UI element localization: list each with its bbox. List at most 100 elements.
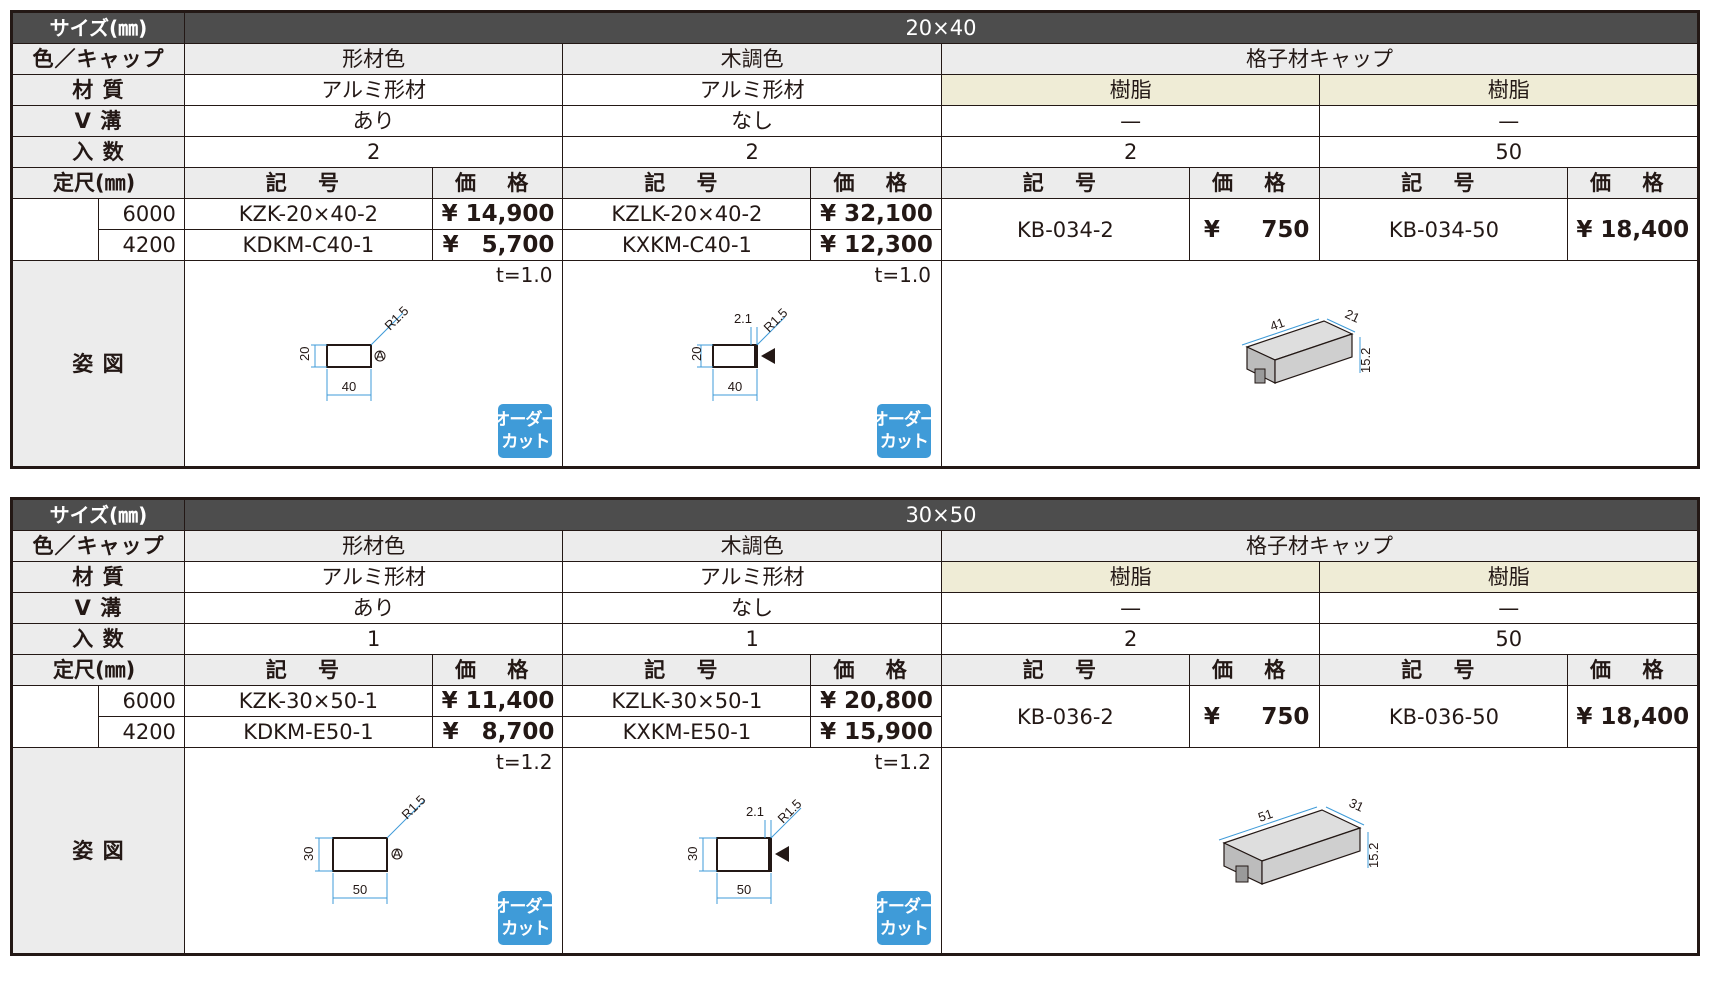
order-cut-badge: オーダー カット [872, 891, 937, 945]
order-cut-badge: オーダー カット [493, 891, 558, 945]
price-profile-4200: ¥ 8,700 [431, 716, 564, 748]
cap-vgroove-2: — [1319, 105, 1699, 137]
cap-price-header: 価 格 [1567, 654, 1699, 686]
length-6000: 6000 [98, 198, 185, 230]
cap-price-header: 価 格 [1188, 654, 1321, 686]
material-wood: アルミ形材 [562, 74, 942, 106]
row-label-vgroove: V 溝 [11, 105, 185, 137]
thickness-label: t=1.2 [496, 750, 553, 774]
code-wood-4200: KXKM-C40-1 [562, 229, 812, 261]
badge-line-1: オーダー [871, 410, 937, 430]
dim-radius: R1.5 [761, 305, 791, 335]
badge-line-1: オーダー [871, 897, 937, 917]
cap-vgroove-1: — [940, 592, 1321, 624]
quantity-profile: 2 [183, 136, 564, 168]
cap-price-2: ¥ 18,400 [1567, 685, 1699, 748]
dim-cap-length: 51 [1256, 806, 1275, 825]
price-wood-4200: ¥ 12,300 [810, 229, 942, 261]
row-label-color: 色／キャップ [11, 43, 185, 75]
dim-radius: R1.5 [398, 792, 428, 822]
quantity-wood: 1 [562, 623, 942, 655]
thickness-label: t=1.2 [874, 750, 931, 774]
yen-sign: ¥ [1203, 703, 1220, 730]
dim-width: 50 [737, 882, 751, 897]
figure-wood: t=1.2 30 50 2.1 R1. [562, 747, 942, 955]
material-wood: アルミ形材 [562, 561, 942, 593]
color-wood: 木調色 [562, 43, 942, 75]
dim-cap-height: 15.2 [1358, 348, 1373, 373]
dim-cap-length: 41 [1268, 315, 1287, 334]
dim-radius: R1.5 [775, 796, 805, 826]
cap-material-1: 樹脂 [940, 74, 1321, 106]
dim-height: 30 [301, 847, 316, 861]
cap-quantity-2: 50 [1319, 623, 1699, 655]
figure-cap: 51 31 15.2 [940, 747, 1700, 955]
cap-header: 格子材キャップ [940, 530, 1700, 562]
color-wood: 木調色 [562, 530, 942, 562]
wood-section-drawing: 30 50 2.1 R1.5 [685, 796, 805, 904]
row-label-figure: 姿 図 [11, 747, 185, 955]
price-header: 価 格 [810, 654, 942, 686]
dim-height: 20 [689, 347, 704, 361]
badge-line-1: オーダー [493, 410, 558, 430]
length-indent [11, 198, 99, 230]
row-label-length: 定尺(㎜) [11, 167, 185, 199]
vgroove-wood: なし [562, 592, 942, 624]
price-header: 価 格 [431, 654, 564, 686]
code-header: 記 号 [183, 654, 433, 686]
mark-a: A [376, 348, 385, 363]
dim-width: 40 [728, 379, 742, 394]
material-profile: アルミ形材 [183, 561, 564, 593]
length-indent [11, 716, 99, 748]
dim-width: 50 [353, 882, 367, 897]
dim-groove: 2.1 [746, 804, 764, 819]
vgroove-wood: なし [562, 105, 942, 137]
dim-cap-depth: 31 [1347, 795, 1366, 815]
cap-material-2: 樹脂 [1319, 561, 1699, 593]
dim-cap-depth: 21 [1343, 306, 1362, 326]
code-wood-4200: KXKM-E50-1 [562, 716, 812, 748]
price-wood-4200: ¥ 15,900 [810, 716, 942, 748]
length-indent [11, 685, 99, 717]
row-label-length: 定尺(㎜) [11, 654, 185, 686]
price-wood-6000: ¥ 32,100 [810, 198, 942, 230]
figure-wood: t=1.0 20 40 2.1 R1. [562, 260, 942, 468]
yen-sign: ¥ [1203, 216, 1220, 243]
row-label-quantity: 入 数 [11, 136, 185, 168]
dim-groove: 2.1 [734, 311, 752, 326]
cap-code-header: 記 号 [1319, 167, 1569, 199]
row-label-figure: 姿 図 [11, 260, 185, 468]
length-4200: 4200 [98, 716, 185, 748]
dim-radius: R1.5 [381, 303, 411, 333]
color-profile: 形材色 [183, 530, 564, 562]
order-cut-badge: オーダー カット [493, 404, 558, 458]
length-6000: 6000 [98, 685, 185, 717]
row-label-material: 材 質 [11, 561, 185, 593]
code-wood-6000: KZLK-30×50-1 [562, 685, 812, 717]
row-label-color: 色／キャップ [11, 530, 185, 562]
figure-profile: t=1.0 A 20 40 R1.5 オーダー [183, 260, 564, 468]
mark-a: A [393, 846, 402, 861]
figure-profile: t=1.2 A 30 50 R1.5 オーダー [183, 747, 564, 955]
size-value: 30×50 [183, 498, 1700, 531]
figure-cap: 41 21 15.2 [940, 260, 1700, 468]
price-profile-6000: ¥ 11,400 [431, 685, 564, 717]
code-profile-6000: KZK-30×50-1 [183, 685, 433, 717]
wood-section-drawing: 20 40 2.1 R1.5 [689, 305, 791, 401]
profile-section-drawing: A 20 40 R1.5 [297, 303, 411, 401]
cap-price-value: 750 [1261, 216, 1310, 243]
badge-line-2: カット [879, 919, 929, 939]
row-label-quantity: 入 数 [11, 623, 185, 655]
cap-code-1: KB-034-2 [940, 198, 1190, 261]
row-label-material: 材 質 [11, 74, 185, 106]
cap-price-1: ¥ 750 [1188, 198, 1321, 261]
dim-height: 30 [685, 847, 700, 861]
dim-width: 40 [342, 379, 356, 394]
cap-code-header: 記 号 [940, 654, 1190, 686]
size-value: 20×40 [183, 11, 1700, 44]
cap-material-2: 樹脂 [1319, 74, 1699, 106]
spec-table-30x50: サイズ(㎜) 30×50 色／キャップ 形材色 木調色 格子材キャップ 材 質 … [10, 497, 1700, 956]
size-label: サイズ(㎜) [11, 11, 185, 44]
dim-height: 20 [297, 347, 312, 361]
quantity-profile: 1 [183, 623, 564, 655]
